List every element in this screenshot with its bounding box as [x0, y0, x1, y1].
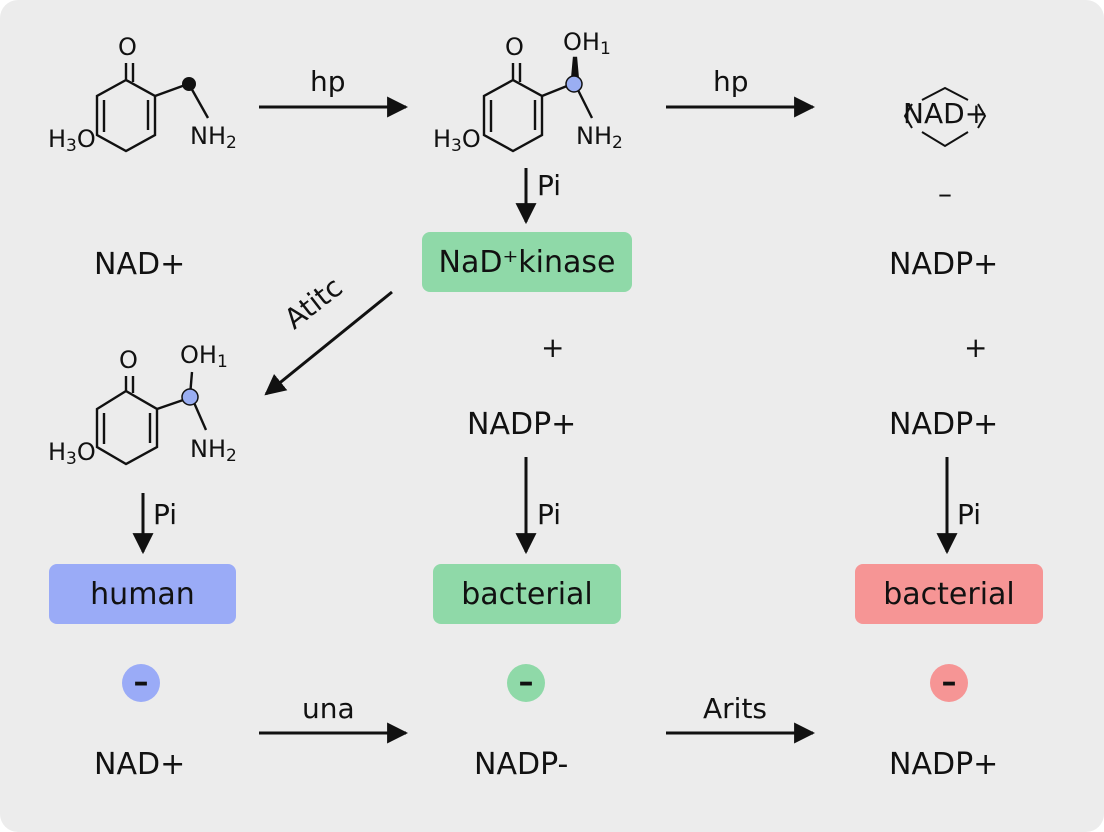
mol2-methoxy-label: H3O: [433, 125, 481, 156]
nadp-right-row3-label: NADP+: [889, 407, 999, 442]
mol3-amine-label: NH2: [190, 435, 237, 466]
arrow-pi-1-label: Pi: [537, 169, 562, 202]
nadp-center-row3-label: NADP+: [467, 407, 577, 442]
mol3-methoxy-label: H3O: [48, 438, 96, 469]
plus-center: +: [541, 331, 565, 364]
mol1-oxygen-label: O: [118, 33, 137, 61]
plus-right: +: [964, 331, 988, 364]
bacterial-center-box: bacterial: [433, 564, 621, 624]
mol3-oxygen-label: O: [119, 346, 138, 374]
minus-circle-right: –: [930, 664, 968, 702]
nadp-bottom-center-label: NADP-: [474, 747, 569, 782]
arrow-bottom-2-label: Arits: [703, 692, 768, 725]
arrow-pi-3-label: Pi: [537, 498, 562, 531]
mol1-amine-label: NH2: [190, 122, 237, 153]
molecule-1-atom-dot: [182, 77, 196, 91]
bacterial-right-box: bacterial: [855, 564, 1043, 624]
arrow-hp-2-label: hp: [713, 65, 749, 98]
nad-bottom-left-label: NAD+: [94, 747, 186, 782]
arrow-hp-1-label: hp: [310, 65, 346, 98]
mol2-oxygen-label: O: [505, 33, 524, 61]
arrow-pi-2-label: Pi: [153, 498, 178, 531]
nadp-right-row2-label: NADP+: [889, 247, 999, 282]
human-box: human: [49, 564, 236, 624]
minus-circle-left: –: [122, 664, 160, 702]
reaction-arrows: [132, 96, 958, 744]
molecule-2-atom-dot: [565, 75, 583, 93]
nadp-bottom-right-label: NADP+: [889, 747, 999, 782]
nad-top-right-label: NAD+: [903, 97, 989, 130]
arrow-bottom-1-label: una: [302, 692, 355, 725]
arrow-pi-4-label: Pi: [957, 498, 982, 531]
mol2-hydroxyl-label: OH1: [563, 28, 611, 59]
kinase-box: NaD⁺kinase: [422, 232, 632, 292]
minus-circle-center: –: [507, 664, 545, 702]
nad-hexagon-outline: [903, 86, 987, 148]
nad-left-row2-label: NAD+: [94, 247, 186, 282]
arrow-diagonal: [264, 290, 393, 396]
mol2-amine-label: NH2: [576, 122, 623, 153]
mol3-hydroxyl-label: OH1: [180, 341, 228, 372]
molecule-3-atom-dot: [181, 388, 199, 406]
dash-top-right: –: [938, 177, 952, 210]
molecule-1-structure: [95, 63, 210, 153]
mol1-methoxy-label: H3O: [48, 125, 96, 156]
